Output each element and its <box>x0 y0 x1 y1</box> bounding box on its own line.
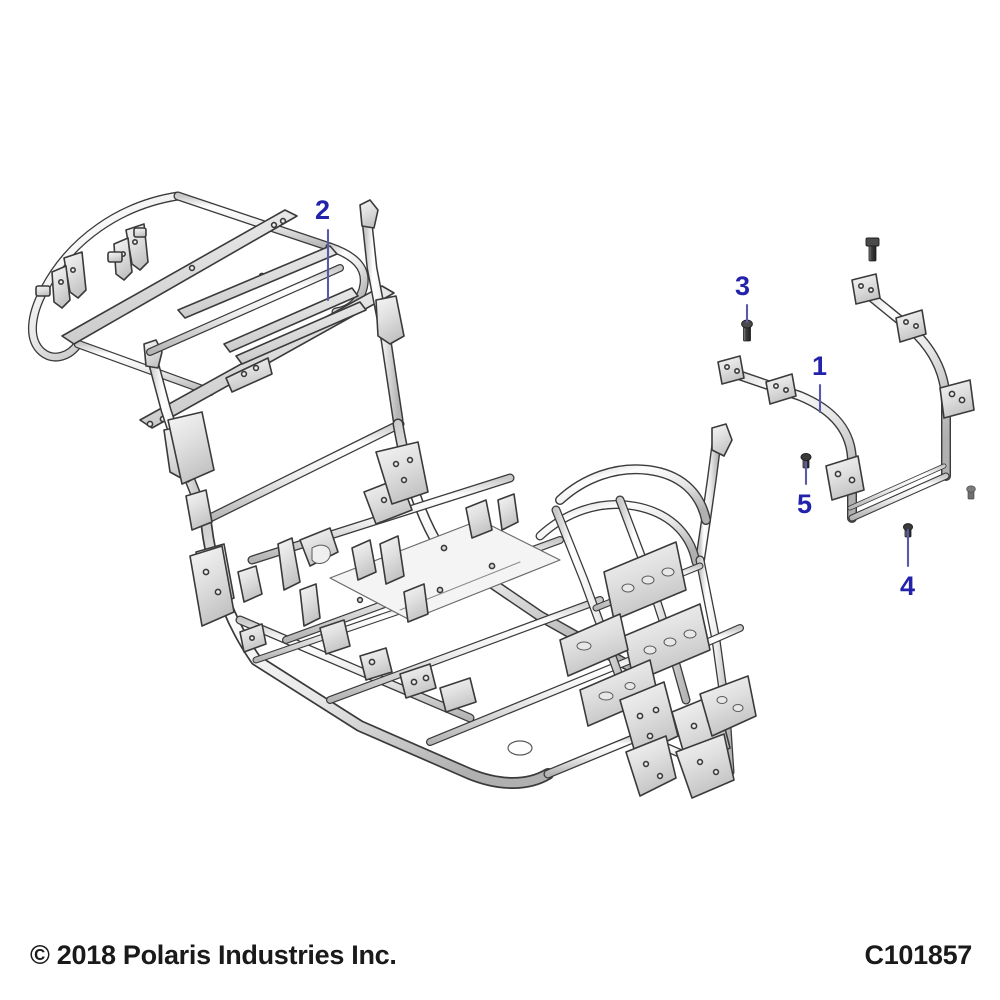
front-nose-brackets <box>619 675 757 799</box>
callout-leader-lines <box>326 228 910 568</box>
hex-bolt-top <box>865 237 880 262</box>
frame-brackets-center <box>195 441 519 713</box>
rear-suspension-mounts <box>167 411 235 627</box>
callout-number-4: 4 <box>900 571 916 601</box>
hex-bolt-right <box>966 485 976 500</box>
front-bumper-assembly <box>717 273 975 523</box>
front-a-arm-mounts <box>559 541 711 727</box>
callout-number-2: 2 <box>315 195 331 225</box>
rack-mount-tabs <box>35 223 149 309</box>
main-frame-assembly <box>27 191 976 799</box>
flange-bolt-5 <box>800 452 812 469</box>
drawing-number: C101857 <box>864 940 973 970</box>
upper-side-rails <box>146 264 405 525</box>
callout-number-1: 1 <box>812 351 828 381</box>
copyright-notice: © 2018 Polaris Industries Inc. <box>30 940 397 970</box>
front-frame-section <box>507 423 757 799</box>
callout-number-5: 5 <box>797 489 813 519</box>
flange-bolt-3 <box>741 319 753 342</box>
rear-cargo-rack <box>27 191 395 429</box>
callout-number-3: 3 <box>735 271 751 301</box>
diagram-footer: © 2018 Polaris Industries Inc. C101857 <box>0 930 1000 1000</box>
